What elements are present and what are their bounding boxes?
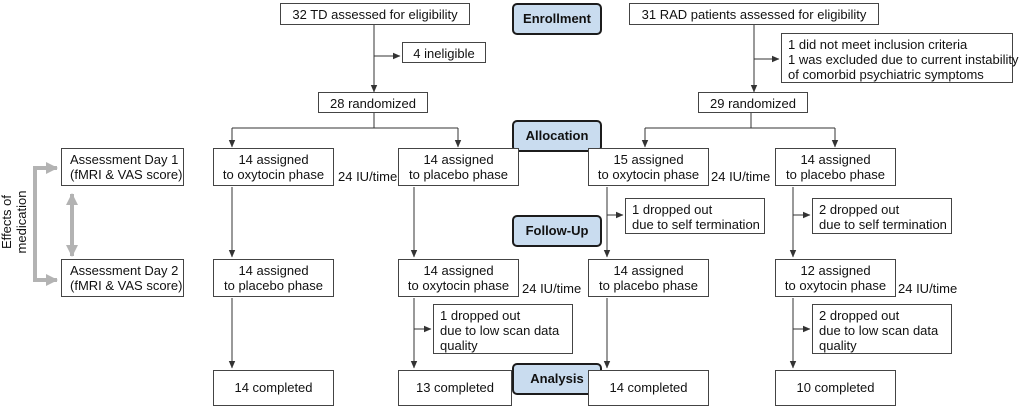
rad-arm1-dropout-line-1: 1 dropped out [632,202,713,217]
td-arm2-day2-line-1: 14 assigned [423,263,494,278]
rad-assessed-box: 31 RAD patients assessed for eligibility [629,3,879,25]
rad-excluded-line-3: of comorbid psychiatric symptoms [788,67,984,82]
td-arm1-day1-line-2: to oxytocin phase [222,167,325,182]
td-arm2-day2-line-2: to oxytocin phase [407,278,510,293]
assessment-day-1-sub: (fMRI & VAS score) [70,167,183,182]
td-assessed-box: 32 TD assessed for eligibility [280,3,470,25]
td-randomized-box: 28 randomized [318,92,428,113]
td-arm1-day1-box: 14 assigned to oxytocin phase [213,148,334,186]
td-arm2-day1-box: 14 assigned to placebo phase [398,148,519,186]
side-label-line-1: Effects of [0,195,14,249]
rad-excluded-line-1: 1 did not meet inclusion criteria [788,37,968,52]
td-arm2-completed-box: 13 completed [398,370,512,406]
rad-arm2-dose-label: 24 IU/time [898,281,958,296]
rad-arm2-dropout2-box: 2 dropped out due to low scan data quali… [812,304,952,354]
rad-excluded-line-2: 1 was excluded due to current instabilit… [788,52,1019,67]
rad-arm1-dropout-line-2: due to self termination [632,217,760,232]
td-arm2-dropout-line-1: 1 dropped out [440,308,521,323]
rad-arm2-dropout1-box: 2 dropped out due to self termination [812,198,952,234]
assessment-day-2: Assessment Day 2 (fMRI & VAS score) [61,259,184,297]
rad-arm2-day1-line-2: to placebo phase [785,167,886,182]
td-arm2-dropout-line-2: due to low scan data [440,323,560,338]
assessment-day-1-title: Assessment Day 1 [70,152,179,167]
td-arm1-day1-line-1: 14 assigned [238,152,309,167]
phase-allocation: Allocation [512,120,602,152]
rad-arm2-day2-box: 12 assigned to oxytocin phase [775,259,896,297]
phase-enrollment: Enrollment [512,3,602,35]
td-arm2-day1-line-2: to placebo phase [408,167,509,182]
td-arm1-day2-line-2: to placebo phase [223,278,324,293]
td-arm1-completed-box: 14 completed [213,370,334,406]
rad-arm2-day1-line-1: 14 assigned [800,152,871,167]
rad-arm1-day2-line-1: 14 assigned [613,263,684,278]
rad-arm1-day1-line-1: 15 assigned [613,152,684,167]
rad-arm2-day2-line-1: 12 assigned [800,263,871,278]
phase-analysis: Analysis [512,363,602,395]
rad-arm1-completed-box: 14 completed [588,370,709,406]
assessment-day-2-sub: (fMRI & VAS score) [70,278,183,293]
rad-arm1-day1-box: 15 assigned to oxytocin phase [588,148,709,186]
td-arm1-day2-box: 14 assigned to placebo phase [213,259,334,297]
rad-arm1-day1-line-2: to oxytocin phase [597,167,700,182]
rad-arm1-dose-label: 24 IU/time [711,169,771,184]
rad-arm2-dropout1-line-1: 2 dropped out [819,202,900,217]
rad-arm2-dropout2-line-3: quality [819,338,857,353]
phase-followup: Follow-Up [512,215,602,247]
rad-arm2-day2-line-2: to oxytocin phase [784,278,887,293]
rad-arm2-dropout1-line-2: due to self termination [819,217,947,232]
assessment-day-2-title: Assessment Day 2 [70,263,179,278]
td-arm1-dose-label: 24 IU/time [338,169,398,184]
rad-arm2-day1-box: 14 assigned to placebo phase [775,148,896,186]
rad-randomized-box: 29 randomized [698,92,808,113]
td-arm1-day2-line-1: 14 assigned [238,263,309,278]
rad-arm2-dropout2-line-2: due to low scan data [819,323,939,338]
td-arm2-day1-line-1: 14 assigned [423,152,494,167]
rad-arm2-dropout2-line-1: 2 dropped out [819,308,900,323]
side-label-line-2: medication [14,190,29,254]
rad-arm1-dropout-box: 1 dropped out due to self termination [625,198,765,234]
td-arm2-dose-label: 24 IU/time [522,281,582,296]
rad-arm2-completed-box: 10 completed [775,370,896,406]
effects-of-medication-label: Effects of medication [0,182,29,262]
td-arm2-day2-box: 14 assigned to oxytocin phase [398,259,519,297]
td-arm2-dropout-box: 1 dropped out due to low scan data quali… [433,304,573,354]
td-arm2-dropout-line-3: quality [440,338,478,353]
rad-arm1-day2-line-2: to placebo phase [598,278,699,293]
assessment-day-1: Assessment Day 1 (fMRI & VAS score) [61,148,184,186]
rad-arm1-day2-box: 14 assigned to placebo phase [588,259,709,297]
td-ineligible-box: 4 ineligible [402,42,486,63]
rad-excluded-box: 1 did not meet inclusion criteria 1 was … [781,33,1019,83]
